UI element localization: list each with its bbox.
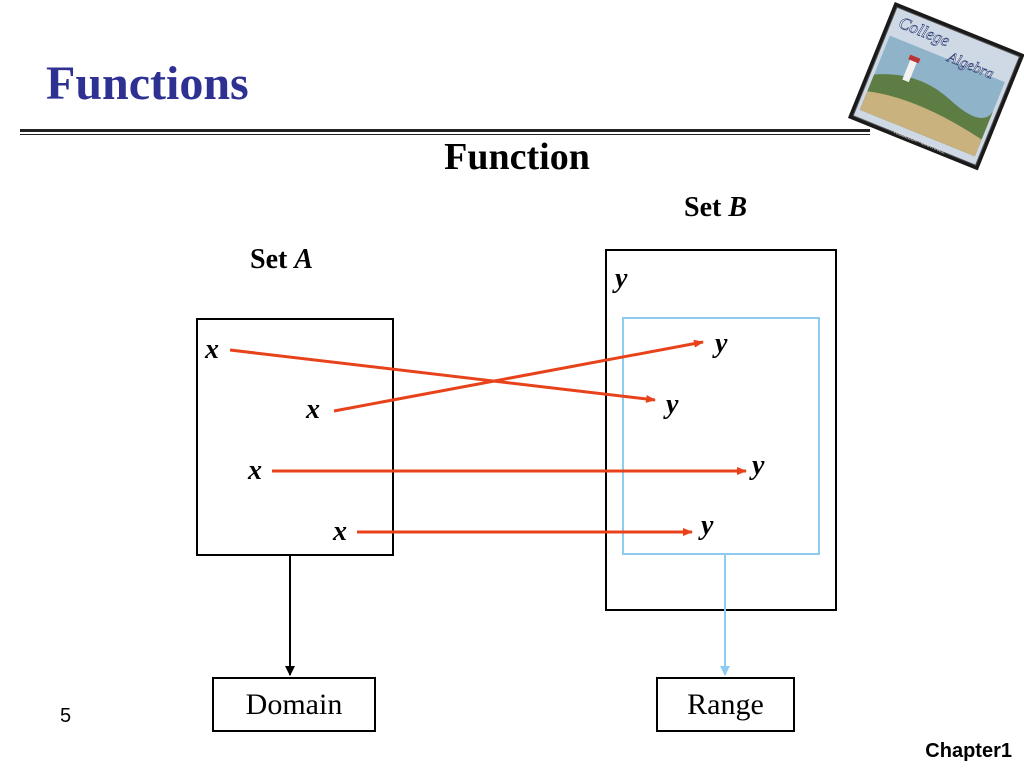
diagram-title: Function: [444, 136, 590, 178]
range-subset-box: [622, 317, 820, 555]
page-number: 5: [60, 705, 72, 727]
x-element-2: x: [306, 394, 320, 425]
x-element-3: x: [248, 455, 262, 486]
x-element-4: x: [333, 516, 347, 547]
title-rule-thin: [20, 134, 870, 135]
y-element-4: y: [701, 510, 714, 541]
set-b-label: Set B: [684, 192, 747, 224]
y-element-1: y: [715, 328, 728, 359]
set-a-box: [196, 318, 394, 556]
y-element-2: y: [666, 389, 679, 420]
slide-title: Functions: [46, 57, 249, 110]
x-element-1: x: [205, 334, 219, 365]
title-rule: [20, 129, 870, 132]
range-label-box: Range: [656, 677, 795, 732]
y-element-unmapped: y: [615, 263, 628, 294]
set-a-name: A: [294, 244, 314, 275]
book-cover-logo: College Algebra HIBBELER · MARTINEZ: [847, 2, 1024, 171]
set-a-label: Set A: [250, 244, 313, 276]
range-pointer-head: [720, 666, 730, 676]
set-a-prefix: Set: [250, 244, 295, 275]
y-element-3: y: [752, 450, 765, 481]
set-b-box: [605, 249, 837, 611]
set-b-name: B: [728, 192, 748, 223]
set-b-prefix: Set: [684, 192, 729, 223]
domain-label-box: Domain: [212, 677, 376, 732]
chapter-footer: Chapter1: [925, 740, 1012, 762]
domain-pointer-head: [285, 666, 295, 676]
